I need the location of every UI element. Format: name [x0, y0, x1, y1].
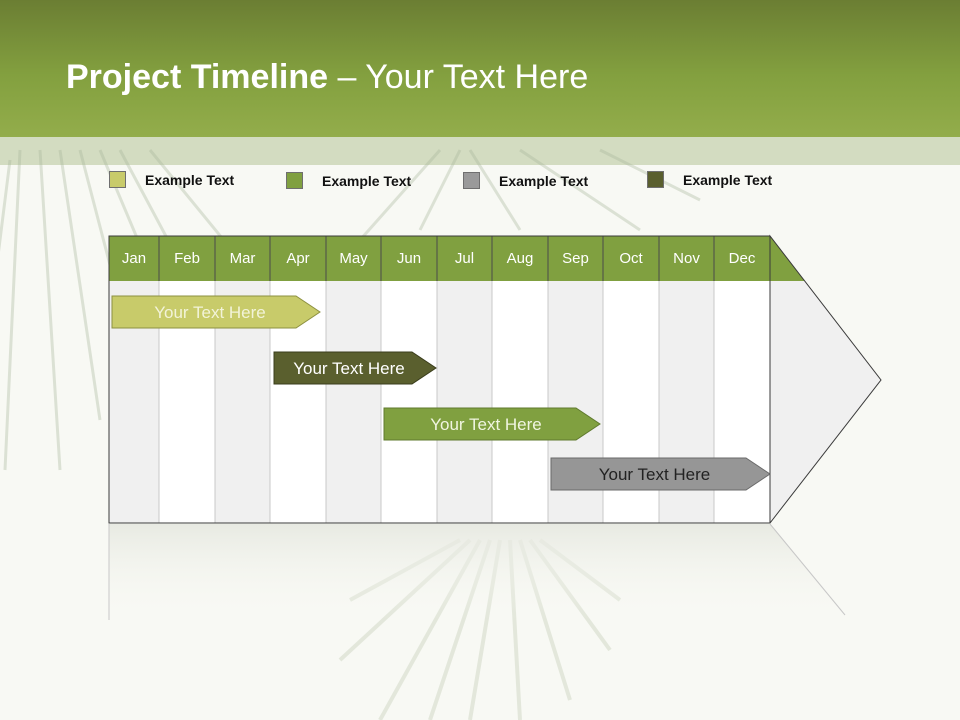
legend-item: Example Text — [286, 172, 411, 189]
task-bar — [550, 457, 771, 491]
legend-swatch — [647, 171, 664, 188]
legend-label: Example Text — [683, 171, 773, 188]
title-rest: – Your Text Here — [328, 58, 589, 96]
legend-item: Example Text — [463, 172, 588, 189]
legend-swatch — [109, 171, 126, 188]
timeline-outline — [108, 234, 882, 524]
month-label: May — [339, 250, 368, 267]
task-bar-label: Your Text Here — [598, 465, 711, 484]
header-band — [0, 137, 960, 165]
month-label: Mar — [229, 250, 256, 267]
task-bar-label: Your Text Here — [293, 359, 405, 378]
month-label: Jul — [454, 250, 475, 267]
month-label: Sep — [562, 250, 589, 267]
task-bar-label: Your Text Here — [154, 303, 266, 322]
month-column — [381, 281, 437, 523]
month-label: Dec — [728, 250, 756, 267]
month-column — [326, 281, 381, 523]
task-bar — [273, 351, 437, 385]
month-header-row — [109, 236, 770, 281]
task-bar — [111, 295, 321, 329]
legend-swatch — [286, 172, 303, 189]
legend-label: Example Text — [322, 172, 412, 189]
arrow-head — [770, 236, 881, 523]
month-label: Apr — [286, 250, 310, 267]
month-label: Aug — [506, 250, 534, 267]
legend-label: Example Text — [145, 171, 235, 188]
legend-label: Example Text — [499, 172, 589, 189]
legend-swatch — [463, 172, 480, 189]
month-label: Nov — [673, 250, 700, 267]
month-label: Oct — [619, 250, 643, 267]
task-bar — [383, 407, 601, 441]
month-label: Feb — [174, 250, 200, 267]
month-column — [492, 281, 548, 523]
task-bar-label: Your Text Here — [430, 415, 542, 434]
title-bold: Project Timeline — [66, 58, 329, 96]
header-bar — [0, 0, 960, 137]
month-label: Jan — [121, 250, 147, 267]
timeline-reflection — [109, 524, 850, 620]
month-label: Jun — [396, 250, 422, 267]
month-column — [437, 281, 492, 523]
page-title: Project Timeline – Your Text Here — [66, 58, 588, 97]
legend-item: Example Text — [647, 171, 772, 188]
legend-item: Example Text — [109, 171, 234, 188]
